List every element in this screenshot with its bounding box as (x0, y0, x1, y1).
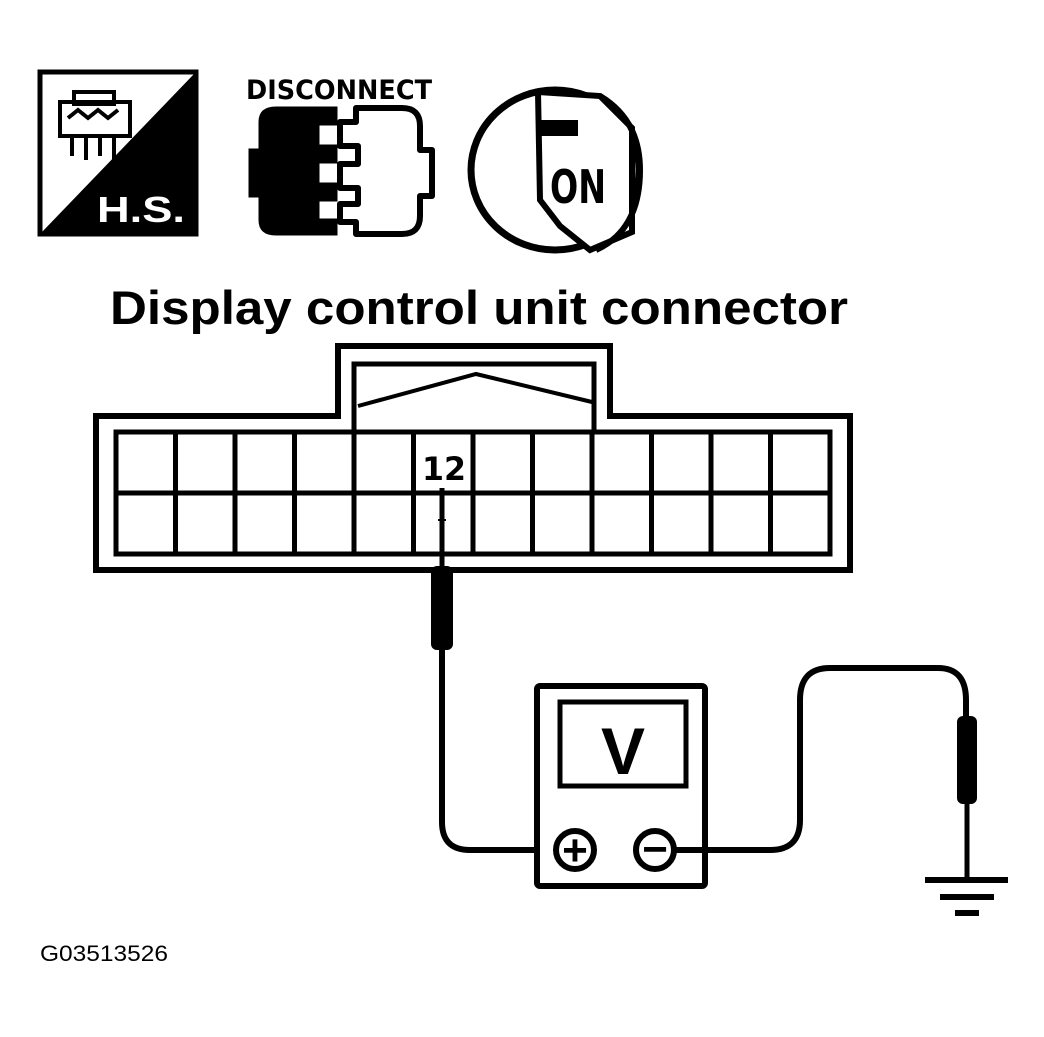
negative-test-probe (957, 716, 977, 878)
voltmeter-display (557, 699, 689, 789)
display-control-unit-connector: 12 (93, 343, 853, 573)
harness-connector-icon (58, 90, 132, 160)
figure-code: G03513526 (40, 941, 168, 966)
disconnect-label: DISCONNECT (246, 75, 433, 106)
negative-test-lead (674, 665, 969, 853)
connector-title: Display control unit connector (110, 281, 848, 334)
connector-lock-tab (351, 361, 597, 432)
connector-plug-icon (248, 105, 435, 237)
positive-terminal-symbol: + (562, 826, 588, 875)
positive-test-probe (431, 488, 453, 664)
ignition-key-on-icon: ON (467, 86, 644, 254)
negative-terminal-symbol: − (642, 825, 668, 874)
terminal-cells (116, 432, 830, 554)
hs-label: H.S. (97, 189, 185, 230)
positive-test-lead (439, 664, 560, 853)
ground-symbol-icon (925, 877, 1008, 916)
harness-side-icon: H.S. (37, 69, 199, 237)
positive-terminal (553, 828, 597, 872)
disconnect-icon: DISCONNECT (246, 75, 435, 237)
voltmeter: V + − (534, 683, 708, 889)
voltmeter-display-label: V (601, 714, 645, 788)
ignition-on-label: ON (550, 160, 606, 214)
terminal-12-label: 12 (422, 450, 466, 488)
